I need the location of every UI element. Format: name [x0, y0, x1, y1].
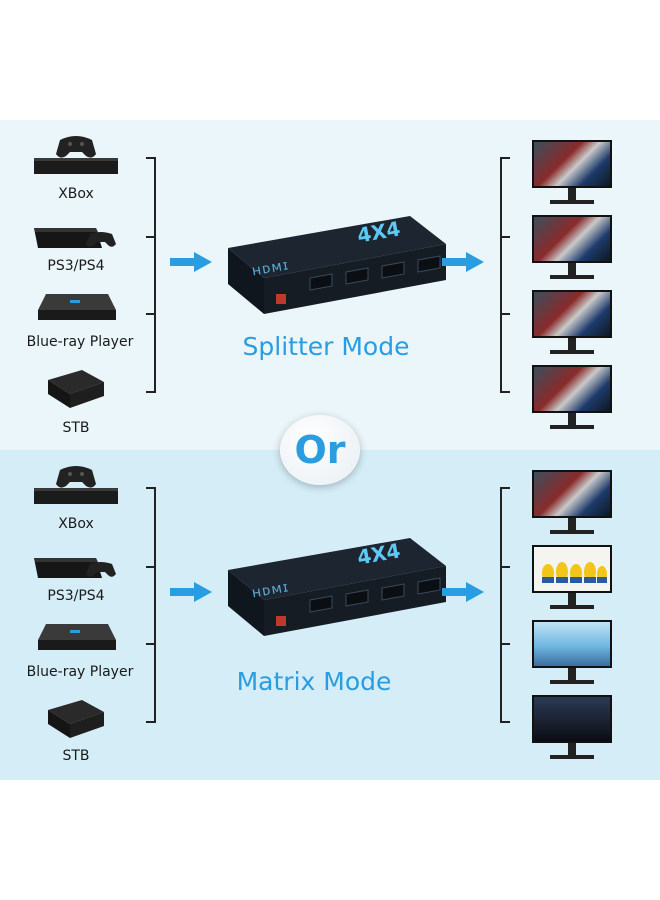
output-bracket [500, 487, 510, 723]
output-bracket-tick [500, 313, 510, 315]
tv-screen-heroes [532, 695, 612, 743]
tv-screen-hero [532, 215, 612, 263]
source-label-stb: STB [62, 748, 90, 764]
tv-display [526, 695, 618, 763]
splitter-mode-label: Splitter Mode [242, 332, 410, 361]
xbox-console-icon [34, 466, 118, 504]
source-label-stb: STB [62, 420, 90, 436]
svg-text:ʜᴅᴍɪ: ʜᴅᴍɪ [251, 579, 291, 601]
tv-display [526, 290, 618, 358]
hdmi-matrix-device: ʜᴅᴍɪ 4X4 [228, 216, 446, 314]
source-label-bluray: Blue-ray Player [26, 334, 134, 350]
source-bracket-tick [146, 643, 156, 645]
tv-display [526, 620, 618, 688]
output-bracket-tick [500, 236, 510, 238]
source-label-ps: PS3/PS4 [47, 258, 105, 274]
output-arrow-icon [442, 252, 484, 272]
tv-screen-frozen [532, 620, 612, 668]
or-badge: Or [280, 415, 360, 485]
tv-screen-hero [532, 365, 612, 413]
source-bracket [146, 157, 156, 393]
tv-display [526, 215, 618, 283]
tv-display [526, 140, 618, 208]
tv-screen-hero [532, 290, 612, 338]
input-arrow-icon [170, 582, 212, 602]
output-arrow-icon [442, 582, 484, 602]
source-bracket-tick [146, 313, 156, 315]
tv-display [526, 470, 618, 538]
input-arrow-icon [170, 252, 212, 272]
set-top-box-icon [48, 700, 104, 738]
matrix-mode-label: Matrix Mode [236, 667, 392, 696]
source-label-xbox: XBox [58, 516, 94, 532]
source-bracket-tick [146, 566, 156, 568]
bluray-player-icon [38, 624, 116, 650]
set-top-box-icon [48, 370, 104, 408]
bluray-player-icon [38, 294, 116, 320]
xbox-console-icon [34, 136, 118, 174]
source-label-ps: PS3/PS4 [47, 588, 105, 604]
tv-screen-hero [532, 470, 612, 518]
svg-text:ʜᴅᴍɪ: ʜᴅᴍɪ [251, 257, 291, 279]
source-label-xbox: XBox [58, 186, 94, 202]
source-bracket [146, 487, 156, 723]
tv-screen-minions [532, 545, 612, 593]
hdmi-matrix-device: ʜᴅᴍɪ 4X4 [228, 538, 446, 636]
output-bracket-tick [500, 643, 510, 645]
output-bracket [500, 157, 510, 393]
output-bracket-tick [500, 566, 510, 568]
tv-display [526, 545, 618, 613]
playstation-console-icon [34, 228, 116, 248]
source-bracket-tick [146, 236, 156, 238]
tv-screen-hero [532, 140, 612, 188]
tv-display [526, 365, 618, 433]
source-label-bluray: Blue-ray Player [26, 664, 134, 680]
playstation-console-icon [34, 558, 116, 578]
